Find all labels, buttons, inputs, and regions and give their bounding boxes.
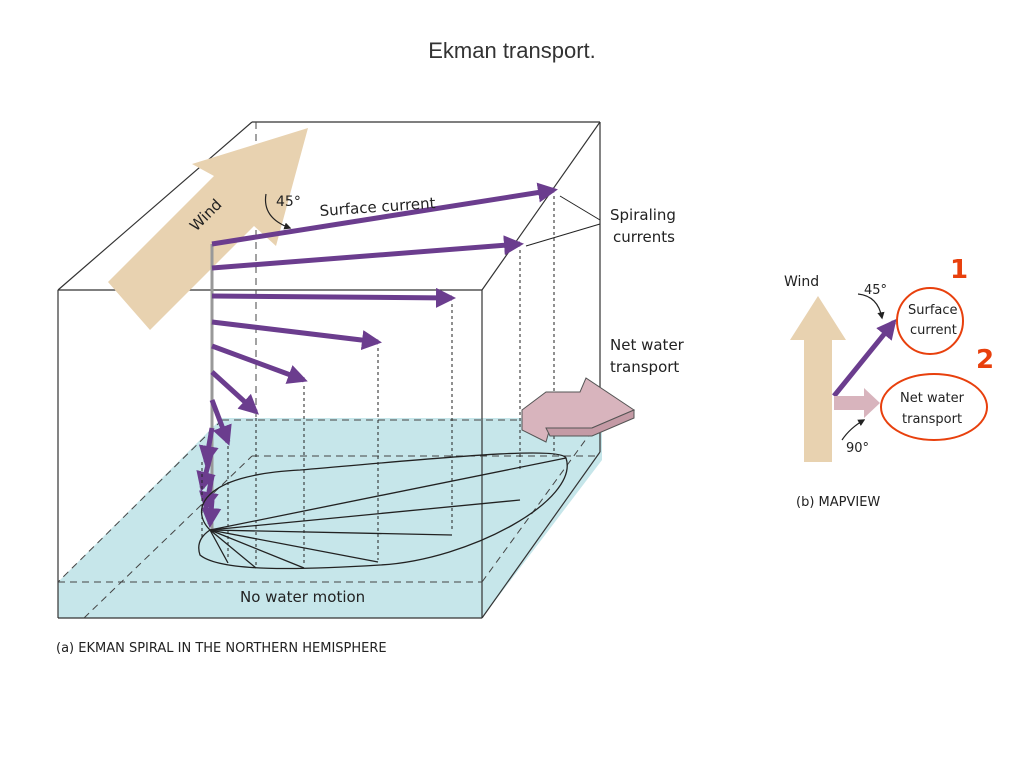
map-wind-label: Wind xyxy=(784,274,819,290)
map-angle-45-arc xyxy=(857,293,885,320)
spiral-projection xyxy=(198,452,568,570)
current-vector-3 xyxy=(211,287,456,308)
net-transport-label-line2: transport xyxy=(610,358,679,376)
water-layer-side xyxy=(482,418,602,618)
current-vector-1 xyxy=(211,182,558,247)
current-vector-2 xyxy=(211,235,524,271)
projection-lines xyxy=(201,196,555,566)
wind-arrow xyxy=(108,128,308,330)
map-surface-current-arrow xyxy=(832,318,897,398)
angle-label: 45° xyxy=(276,194,301,210)
map-surface-current-line1: Surface xyxy=(908,303,958,318)
current-vector-8 xyxy=(198,427,219,466)
ekman-spiral-panel: Wind 45° xyxy=(56,121,685,656)
current-vector-5 xyxy=(211,343,308,384)
panel-b-caption: (b) MAPVIEW xyxy=(796,495,880,510)
no-motion-label: No water motion xyxy=(240,588,365,606)
map-wind-arrow xyxy=(790,296,846,462)
map-view-panel: Wind 45° 90° Surface current Net water t… xyxy=(784,255,994,510)
net-transport-arrow xyxy=(521,377,636,443)
spiraling-leaders xyxy=(525,195,601,247)
surface-current-highlight xyxy=(896,287,964,355)
map-net-transport-line1: Net water xyxy=(900,391,965,406)
current-vector-9 xyxy=(196,449,216,492)
marker-1: 1 xyxy=(950,255,968,285)
spiraling-label-line2: currents xyxy=(613,228,675,246)
current-vectors xyxy=(196,182,558,528)
map-net-transport-arrow xyxy=(834,388,880,418)
current-vector-11 xyxy=(201,499,222,528)
current-vector-4 xyxy=(211,319,382,351)
water-layer-top xyxy=(58,418,602,582)
map-surface-current-line2: current xyxy=(910,323,957,338)
net-transport-highlight xyxy=(880,373,988,441)
spiraling-label-line1: Spiraling xyxy=(610,206,676,224)
panel-a-caption: (a) EKMAN SPIRAL IN THE NORTHERN HEMISPH… xyxy=(56,641,387,656)
page-title: Ekman transport. xyxy=(428,38,596,63)
water-layer-front xyxy=(58,582,482,618)
map-angle-45-label: 45° xyxy=(864,283,887,298)
map-angle-90-label: 90° xyxy=(846,441,869,456)
net-transport-label-line1: Net water xyxy=(610,336,685,354)
marker-2: 2 xyxy=(976,345,994,375)
angle-arc xyxy=(264,193,292,230)
current-vector-10 xyxy=(199,475,219,512)
map-angle-90-arc xyxy=(841,419,866,441)
map-net-transport-line2: transport xyxy=(902,412,962,427)
box-outline xyxy=(57,121,601,619)
current-vector-6 xyxy=(210,370,259,415)
current-vector-7 xyxy=(209,399,232,446)
